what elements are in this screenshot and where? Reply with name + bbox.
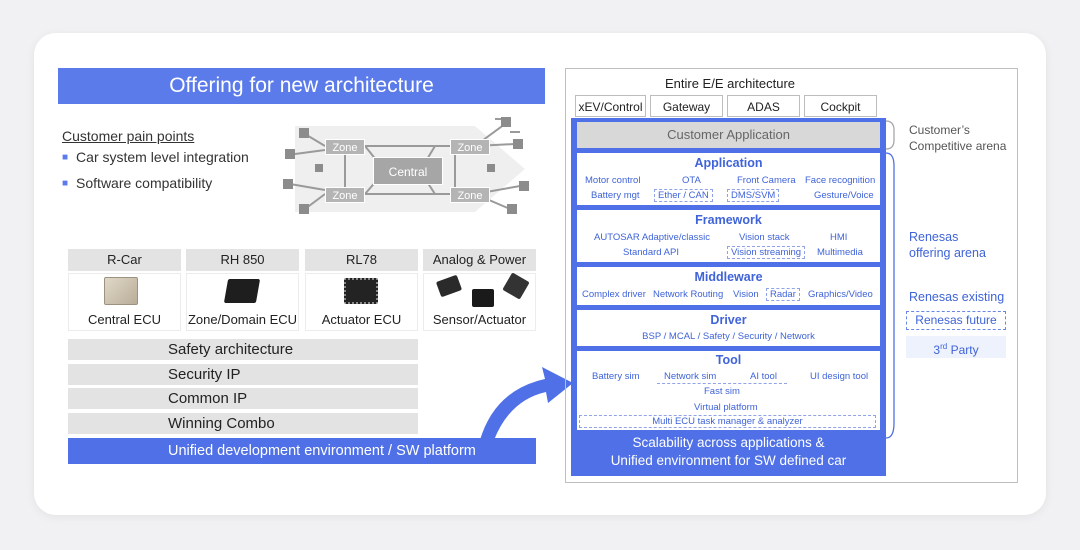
product-header-analog: Analog & Power (423, 249, 536, 271)
third-party-label: 3rd Party (906, 336, 1006, 358)
middleware-item: Radar (766, 288, 800, 301)
zone-node: Zone (450, 187, 490, 203)
middleware-item: Graphics/Video (808, 289, 873, 300)
central-node: Central (373, 157, 443, 185)
application-item: Motor control (585, 175, 641, 186)
scalability-caption: Scalability across applications & Unifie… (571, 434, 886, 470)
product-label: Zone/Domain ECU (187, 312, 298, 327)
pain-point-item: ■Car system level integration (62, 149, 249, 165)
ee-architecture-frame (565, 68, 1018, 483)
pain-point-item: ■Software compatibility (62, 175, 213, 191)
safety-architecture-bar: Safety architecture (68, 339, 418, 360)
customer-arena-label-1: Customer’s (909, 123, 970, 137)
tool-title: Tool (715, 353, 742, 367)
product-label: Actuator ECU (321, 312, 402, 327)
zone-node: Zone (325, 187, 365, 203)
middleware-item: Network Routing (653, 289, 724, 300)
tool-item: UI design tool (810, 371, 869, 382)
renesas-arena-label-1: Renesas (909, 230, 959, 244)
ee-architecture-title: Entire E/E architecture (664, 76, 796, 91)
application-layer: Application Motor control OTA Front Came… (577, 153, 880, 205)
renesas-existing-label: Renesas existing (909, 290, 1005, 304)
application-item: Battery mgt (591, 190, 640, 201)
ee-column: Gateway (650, 95, 723, 117)
ecu-nodes (283, 117, 529, 214)
zone-node: Zone (325, 139, 365, 155)
ee-column: xEV/Control (575, 95, 646, 117)
pain-points-title: Customer pain points (62, 128, 195, 144)
framework-item: HMI (830, 232, 848, 243)
framework-item: Standard API (623, 247, 679, 258)
scalability-line: Scalability across applications & (632, 435, 825, 450)
application-item: Ether / CAN (654, 189, 713, 202)
tool-layer: Tool Battery sim Network sim AI tool UI … (577, 351, 880, 430)
application-item: Gesture/Voice (814, 190, 874, 201)
middleware-item: Complex driver (582, 289, 646, 300)
renesas-arena-label-2: offering arena (909, 246, 986, 260)
middleware-item: Vision (733, 289, 759, 300)
tool-item: Multi ECU task manager & analyzer (579, 415, 876, 428)
zone-node: Zone (450, 139, 490, 155)
common-ip-bar: Common IP (68, 388, 418, 409)
tool-item: Network sim (664, 371, 717, 382)
tool-item: AI tool (750, 371, 777, 382)
middleware-title: Middleware (694, 270, 763, 284)
tool-item: Fast sim (704, 386, 740, 397)
ee-column: ADAS (727, 95, 800, 117)
application-item: Face recognition (805, 175, 876, 186)
framework-title: Framework (695, 213, 762, 227)
ee-column: Cockpit (804, 95, 877, 117)
customer-arena-label-2: Competitive arena (909, 139, 1007, 153)
middleware-layer: Middleware Complex driver Network Routin… (577, 267, 880, 305)
product-header-rl78: RL78 (305, 249, 418, 271)
arena-brackets (885, 120, 895, 439)
rl78-chip-icon (344, 278, 378, 304)
product-label: Central ECU (88, 312, 161, 327)
framework-layer: Framework AUTOSAR Adaptive/classic Visio… (577, 210, 880, 262)
driver-title: Driver (710, 313, 747, 327)
product-header-rh850: RH 850 (186, 249, 299, 271)
winning-combo-bar: Winning Combo (68, 413, 418, 434)
fast-sim-bracket (657, 383, 787, 384)
tool-item: Battery sim (592, 371, 640, 382)
driver-items: BSP / MCAL / Safety / Security / Network (642, 331, 815, 342)
framework-item: Vision streaming (727, 246, 806, 259)
product-label: Sensor/Actuator (432, 312, 527, 327)
application-item: OTA (682, 175, 701, 186)
framework-item: Vision stack (739, 232, 790, 243)
curved-arrow-icon (480, 367, 573, 440)
framework-item: AUTOSAR Adaptive/classic (594, 232, 710, 243)
customer-application-layer: Customer Application (577, 122, 880, 148)
offering-title: Offering for new architecture (58, 68, 545, 104)
product-header-rcar: R-Car (68, 249, 181, 271)
unified-environment-bar: Unified development environment / SW pla… (68, 438, 536, 464)
application-item: Front Camera (737, 175, 796, 186)
driver-layer: Driver BSP / MCAL / Safety / Security / … (577, 310, 880, 346)
application-title: Application (694, 156, 763, 170)
renesas-future-label: Renesas future (906, 311, 1006, 330)
framework-item: Multimedia (817, 247, 863, 258)
tool-item: Virtual platform (694, 402, 758, 413)
security-ip-bar: Security IP (68, 364, 418, 385)
power-chip-icon (472, 289, 494, 307)
rcar-chip-icon (104, 277, 138, 305)
rh850-chip-icon (223, 279, 261, 303)
scalability-line: Unified environment for SW defined car (610, 453, 847, 468)
application-item: DMS/SVM (727, 189, 780, 202)
